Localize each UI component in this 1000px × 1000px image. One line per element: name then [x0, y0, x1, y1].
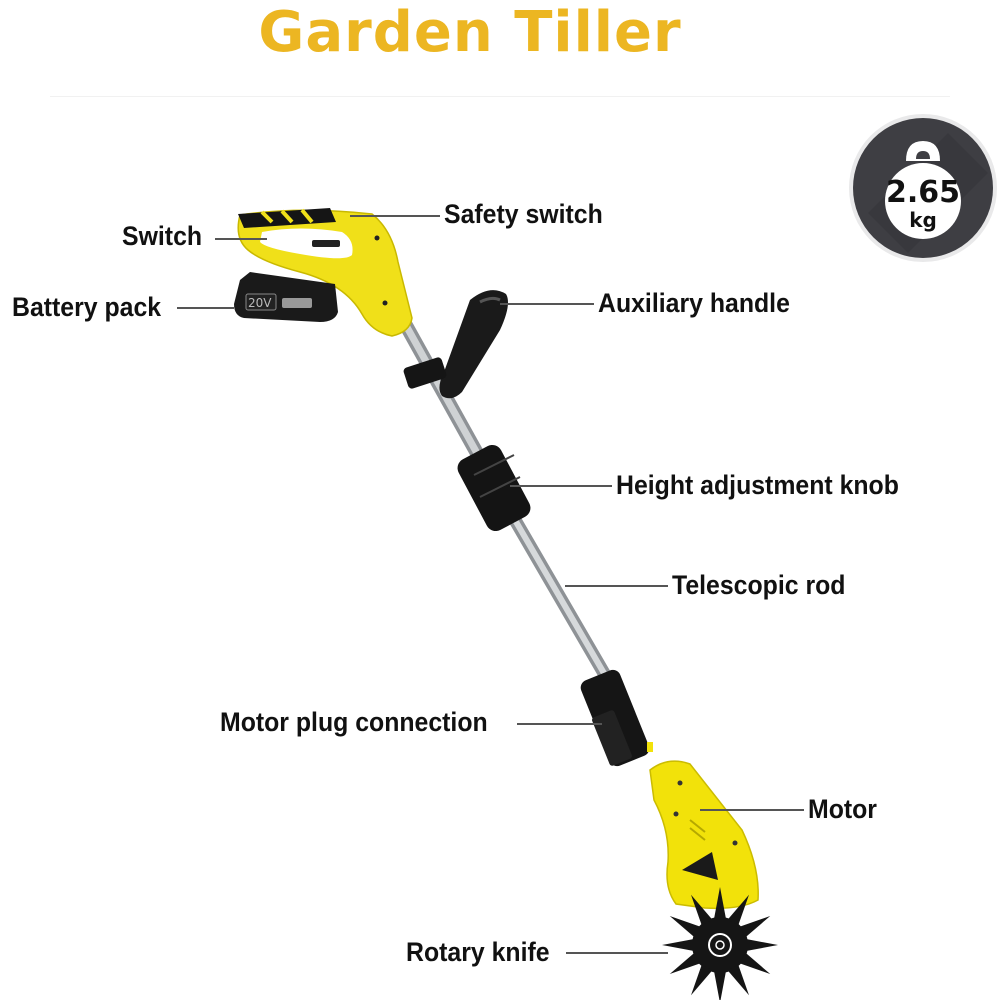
label-auxiliary-handle: Auxiliary handle: [598, 288, 790, 318]
label-telescopic-rod: Telescopic rod: [672, 570, 846, 600]
leader-rotary-knife: [566, 952, 668, 954]
page-title: Garden Tiller: [258, 0, 682, 65]
motor-plug-connection-part: [580, 669, 653, 767]
leader-auxiliary-handle: [500, 303, 594, 305]
label-motor: Motor: [808, 794, 877, 824]
leader-battery-pack: [177, 307, 234, 309]
label-motor-plug-connection: Motor plug connection: [220, 707, 488, 737]
leader-motor: [700, 809, 804, 811]
weight-badge: 2.65 kg: [848, 113, 998, 263]
leader-telescopic-rod: [565, 585, 668, 587]
label-safety-switch: Safety switch: [444, 199, 603, 229]
weight-value: 2.65: [885, 175, 961, 210]
label-battery-pack: Battery pack: [12, 292, 162, 322]
rotary-knife-part: [662, 887, 778, 1000]
battery-voltage: 20V: [248, 296, 272, 310]
auxiliary-handle-part: [403, 290, 508, 399]
label-switch: Switch: [122, 221, 203, 251]
label-height-adjustment-knob: Height adjustment knob: [616, 470, 899, 500]
label-rotary-knife: Rotary knife: [406, 937, 550, 967]
kettlebell-weight-icon: [849, 114, 997, 262]
leader-safety-switch: [350, 215, 440, 217]
height-adjustment-knob-part: [457, 444, 531, 532]
leader-motor-plug-connection: [517, 723, 602, 725]
leader-switch: [215, 238, 267, 240]
main-handle-part: [237, 208, 413, 337]
title-divider: [50, 96, 950, 97]
motor-housing-part: [649, 760, 759, 910]
battery-pack-part: 20V: [234, 272, 338, 322]
leader-height-adjustment-knob: [510, 485, 612, 487]
weight-unit: kg: [909, 208, 937, 232]
